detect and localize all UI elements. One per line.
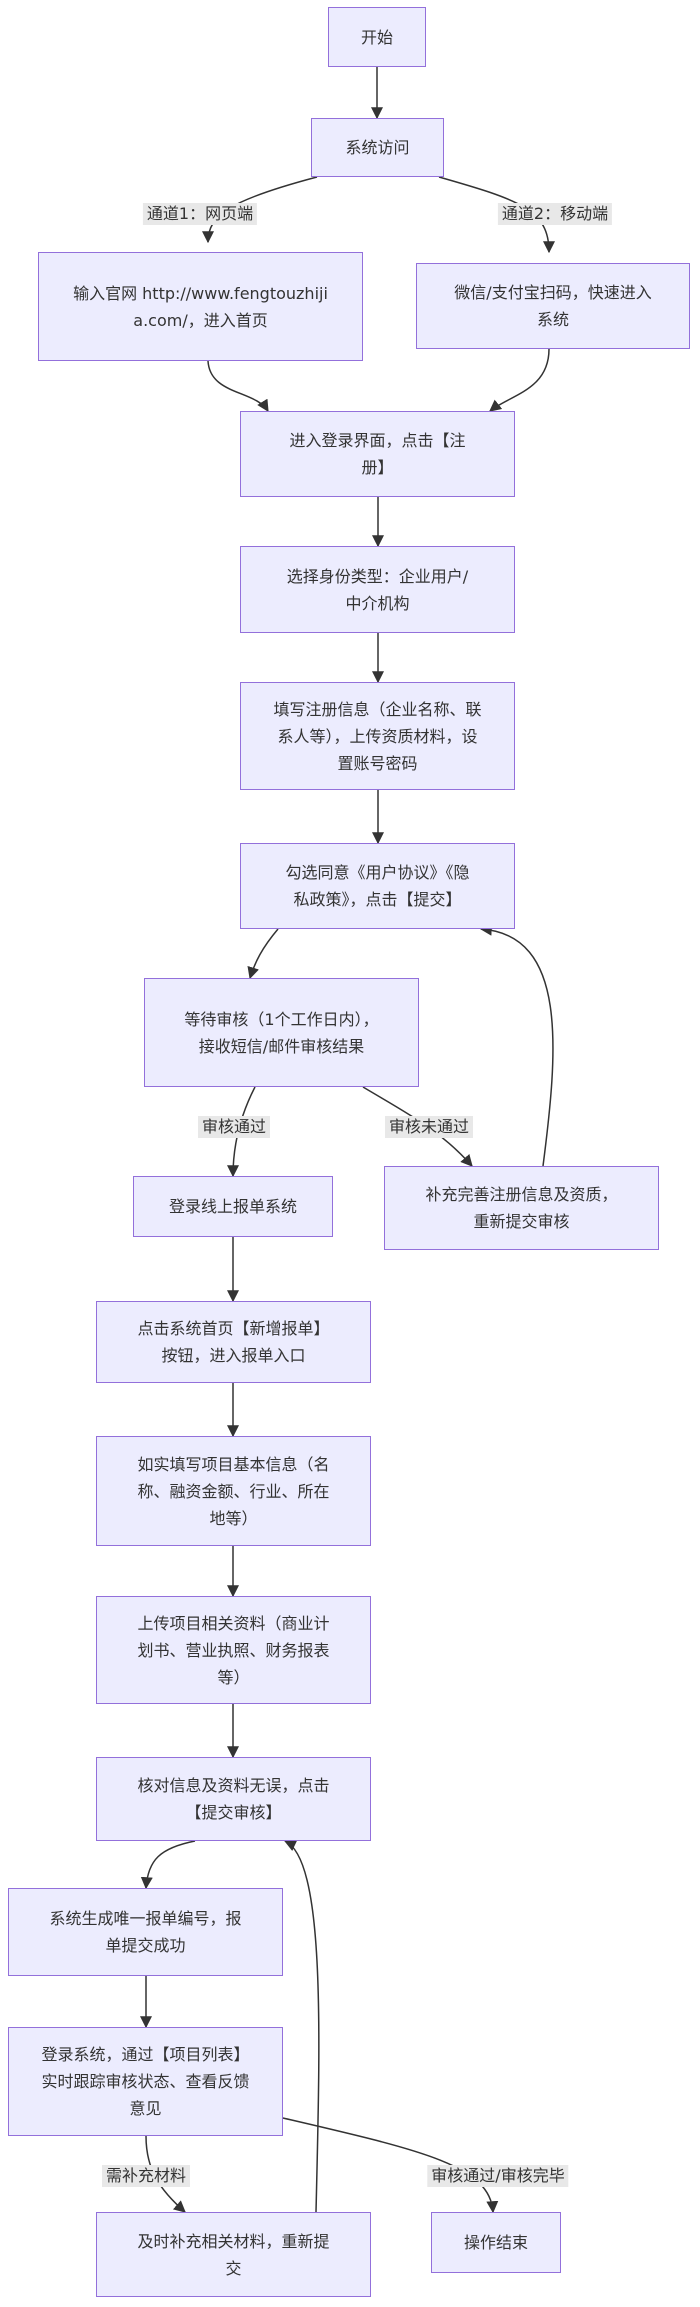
node-start: 开始 bbox=[328, 7, 426, 67]
edge-resubmit-verify bbox=[283, 1840, 320, 2213]
node-system-access: 系统访问 bbox=[311, 118, 444, 177]
edge-label-approved: 审核通过 bbox=[197, 1116, 271, 1138]
edge-agree-wait bbox=[247, 928, 279, 980]
node-generate-number: 系统生成唯一报单编号，报单提交成功 bbox=[8, 1888, 283, 1976]
node-operation-end: 操作结束 bbox=[431, 2212, 561, 2273]
node-supplement-registration: 补充完善注册信息及资质，重新提交审核 bbox=[384, 1166, 659, 1250]
node-track-status: 登录系统，通过【项目列表】实时跟踪审核状态、查看反馈意见 bbox=[8, 2027, 283, 2136]
edge-verify-generate bbox=[140, 1840, 196, 1890]
edge-label-rejected: 审核未通过 bbox=[384, 1116, 474, 1138]
edge-supplement-agree bbox=[479, 923, 554, 1167]
node-select-identity: 选择身份类型：企业用户/中介机构 bbox=[240, 546, 515, 633]
node-mobile-entry: 微信/支付宝扫码，快速进入系统 bbox=[416, 263, 690, 349]
edge-label-web-channel: 通道1：网页端 bbox=[142, 203, 258, 225]
node-resubmit-materials: 及时补充相关材料，重新提交 bbox=[96, 2212, 371, 2297]
edge-track-end bbox=[282, 2117, 499, 2214]
edge-label-need-more: 需补充材料 bbox=[101, 2165, 191, 2187]
node-web-entry: 输入官网 http://www.fengtouzhijia.com/，进入首页 bbox=[38, 252, 363, 361]
node-fill-registration: 填写注册信息（企业名称、联系人等），上传资质材料，设置账号密码 bbox=[240, 682, 515, 790]
node-upload-materials: 上传项目相关资料（商业计划书、营业执照、财务报表等） bbox=[96, 1596, 371, 1704]
node-login-register: 进入登录界面，点击【注册】 bbox=[240, 411, 515, 497]
node-wait-review: 等待审核（1个工作日内），接收短信/邮件审核结果 bbox=[144, 978, 419, 1087]
node-new-report: 点击系统首页【新增报单】按钮，进入报单入口 bbox=[96, 1301, 371, 1383]
node-verify-submit: 核对信息及资料无误，点击【提交审核】 bbox=[96, 1757, 371, 1841]
node-fill-project-info: 如实填写项目基本信息（名称、融资金额、行业、所在地等） bbox=[96, 1436, 371, 1546]
node-agree-submit: 勾选同意《用户协议》《隐私政策》，点击【提交】 bbox=[240, 843, 515, 929]
edge-label-mobile-channel: 通道2：移动端 bbox=[497, 203, 613, 225]
edge-label-complete: 审核通过/审核完毕 bbox=[427, 2165, 569, 2187]
edge-web-login bbox=[207, 360, 269, 413]
edge-mobile-login bbox=[489, 348, 550, 412]
node-login-online-system: 登录线上报单系统 bbox=[133, 1176, 333, 1237]
